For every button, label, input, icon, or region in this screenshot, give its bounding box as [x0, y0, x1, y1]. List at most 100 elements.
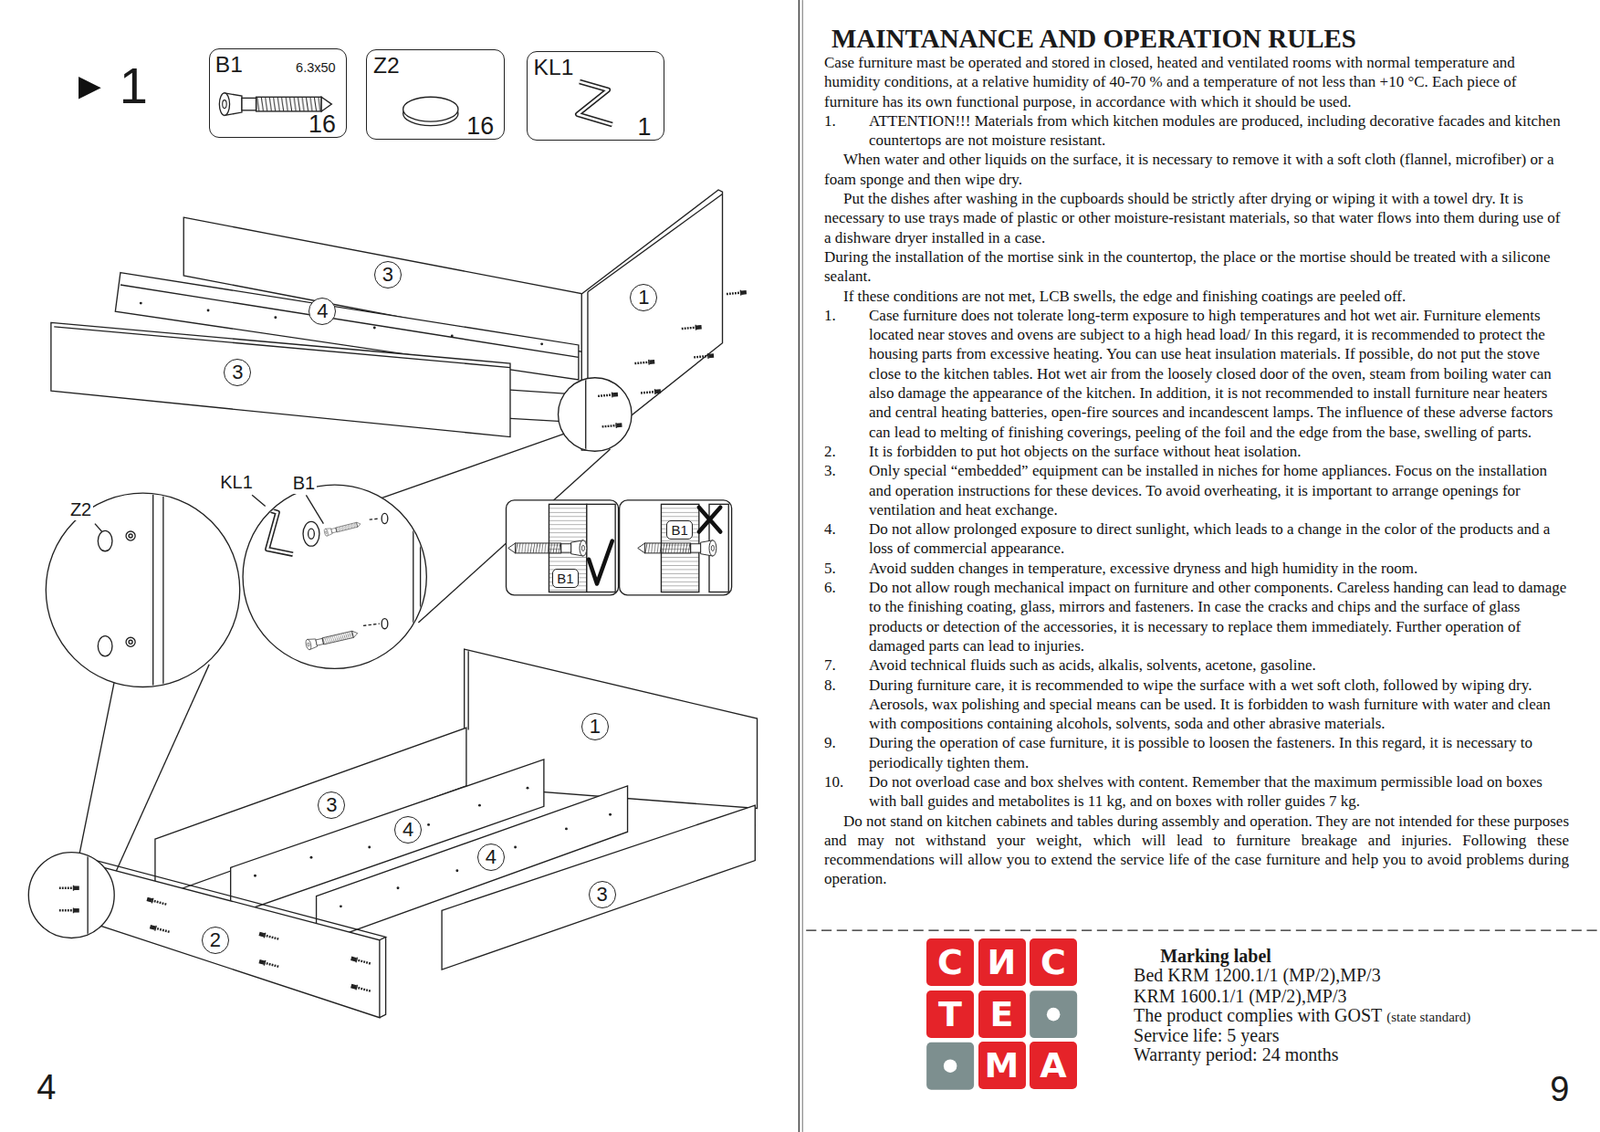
bottom-assembly	[455, 868, 459, 872]
node-text: 2	[209, 930, 221, 951]
bottom-assembly	[86, 847, 88, 944]
logo-grey-squares	[926, 990, 1078, 1090]
top-assembly	[373, 325, 377, 329]
part-box: Z216	[366, 49, 505, 141]
marking-line: The product complies with GOST	[1133, 1004, 1382, 1026]
node-text: С	[937, 944, 963, 980]
part-icons	[219, 82, 612, 126]
callout-number: 3	[588, 880, 617, 909]
top-assembly	[585, 367, 586, 461]
bottom-assembly	[478, 804, 482, 807]
check-panels	[699, 507, 721, 533]
part-box: B16.3x5016	[209, 48, 347, 138]
item-number: 8.	[824, 675, 869, 734]
top-assembly	[640, 388, 661, 397]
item-number: 4.	[824, 519, 869, 559]
bottom-assembly	[259, 930, 280, 942]
node-text: 3	[325, 794, 337, 816]
page-title: MAINTANANCE AND OPERATION RULES	[831, 24, 1357, 54]
list-item: 10.Do not overload case and box shelves …	[824, 772, 1569, 812]
item-text: ATTENTION!!! Materials from which kitche…	[868, 111, 1569, 151]
top-assembly	[726, 289, 747, 297]
list-item: 7.Avoid technical fluids such as acids, …	[824, 655, 1569, 675]
item-text: During the operation of case furniture, …	[868, 732, 1569, 773]
top-assembly	[79, 681, 115, 854]
top-assembly	[601, 422, 622, 430]
item-number: 9.	[824, 732, 869, 773]
logo-square: И	[978, 938, 1026, 986]
detail-circles	[162, 480, 164, 705]
detail-circles	[97, 636, 113, 657]
top-assembly	[450, 334, 454, 337]
node-text: 1	[637, 287, 649, 308]
item-number: 3.	[824, 460, 869, 520]
callout-number: 1	[581, 712, 609, 741]
detail-circles	[267, 480, 421, 680]
node-text: 1	[637, 115, 651, 140]
marking-line: Warranty period: 24 months	[1133, 1044, 1339, 1066]
bottom-assembly	[149, 923, 170, 934]
check-panels	[588, 541, 613, 585]
detail-circles	[45, 480, 427, 705]
part-icons	[577, 82, 613, 126]
part-tag: B1	[666, 520, 692, 540]
bottom-assembly	[339, 904, 343, 908]
page-divider	[802, 0, 804, 1132]
list-item: 2.It is forbidden to put hot objects on …	[824, 441, 1569, 461]
item-number: 2.	[824, 441, 869, 461]
item-number: 1.	[824, 111, 869, 151]
node-text: B1	[215, 53, 243, 77]
check-panels	[586, 503, 616, 592]
bottom-assembly	[608, 813, 612, 816]
part-box: KL11	[526, 51, 665, 141]
detail-circles	[381, 618, 388, 629]
node-text: Т	[938, 996, 963, 1032]
item-number: 5.	[824, 558, 869, 578]
check-panels	[619, 500, 733, 596]
node-text: Е	[990, 996, 1015, 1032]
node-text: 16	[308, 112, 336, 137]
top-assembly	[53, 326, 511, 368]
detail-circles	[251, 494, 266, 506]
bottom-assembly	[253, 786, 612, 909]
logo-square: С	[1029, 938, 1078, 986]
marking-line: Service life: 5 years	[1133, 1024, 1279, 1046]
item-number: 1.	[824, 305, 869, 442]
part-label: Z2	[68, 499, 94, 521]
bottom-assembly	[59, 885, 79, 891]
node-text: С	[1040, 944, 1067, 980]
bottom-assembly	[59, 847, 88, 944]
item-text: Avoid sudden changes in temperature, exc…	[868, 558, 1569, 578]
marking-heading: Marking label	[1160, 945, 1272, 967]
top-assembly	[375, 433, 565, 501]
bottom-assembly	[427, 823, 430, 827]
item-text: Do not allow prolonged exposure to direc…	[868, 519, 1569, 559]
bottom-assembly	[28, 648, 757, 1018]
paragraph: If these conditions are not met, LCB swe…	[824, 286, 1569, 306]
detail-circles	[125, 531, 136, 541]
part-icons	[577, 82, 613, 126]
top-assembly	[510, 389, 572, 394]
logo-grey-squares	[926, 1042, 974, 1090]
page-divider	[798, 0, 800, 1132]
detail-circles	[242, 484, 427, 669]
marking-line: KRM 1600.1/1 (MP/2),MP/3	[1133, 985, 1347, 1007]
node-text: И	[987, 944, 1017, 980]
logo-square: М	[978, 1041, 1026, 1089]
node-text: B1	[670, 522, 688, 537]
node-text: 3	[382, 264, 394, 285]
item-text: During furniture care, it is recommended…	[868, 675, 1569, 734]
top-assembly	[558, 377, 632, 451]
text-column: Case furniture mast be operated and stor…	[824, 52, 1569, 889]
detail-circles	[97, 530, 113, 551]
list-item: 1.ATTENTION!!! Materials from which kitc…	[824, 111, 1569, 151]
top-assembly	[693, 353, 714, 361]
logo-grey-squares	[943, 1058, 958, 1073]
bottom-assembly	[367, 846, 371, 849]
page-number: 9	[1549, 1069, 1569, 1110]
detail-circles	[128, 533, 133, 538]
paragraph: During the installation of the mortise s…	[824, 247, 1569, 287]
list-item: 6.Do not allow rough mechanical impact o…	[824, 577, 1569, 656]
list-item: 8.During furniture care, it is recommend…	[824, 675, 1569, 734]
list-item: 4.Do not allow prolonged exposure to dir…	[824, 519, 1569, 559]
